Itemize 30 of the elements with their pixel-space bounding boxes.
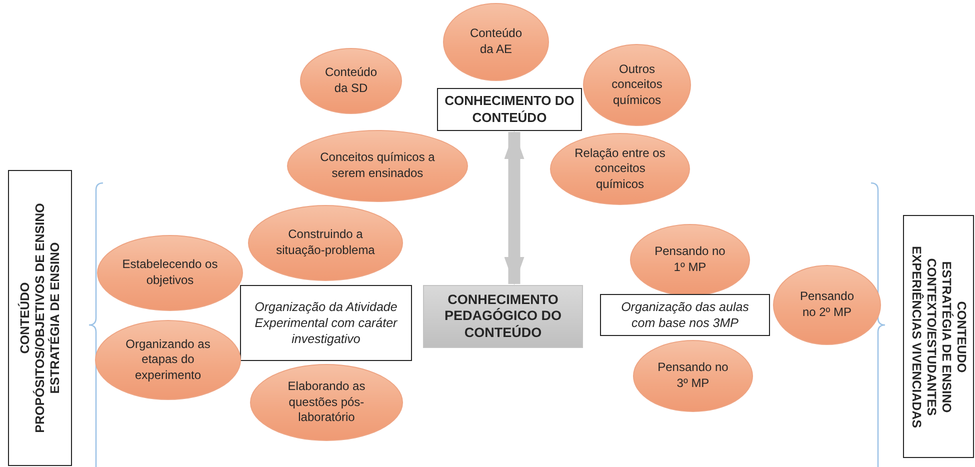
node-text: Conteúdo da AE — [468, 26, 524, 58]
node-text: Pensando no 3º MP — [656, 360, 730, 392]
node-text: Organização da Atividade Experimental com caráter investigativo — [254, 298, 398, 348]
heading-box — [437, 88, 582, 131]
double-arrow — [504, 131, 524, 285]
node-text: Construindo a situação-problema — [275, 227, 376, 259]
node-text: Organizando as etapas do experimento — [124, 336, 212, 384]
side-box — [8, 170, 72, 466]
node-text: ESTRATÉGIA DE ENSINO — [938, 260, 954, 412]
node-text: ESTRATÉGIA DE ENSINO — [48, 242, 62, 394]
side-box — [903, 215, 974, 458]
text-box — [240, 285, 412, 361]
node-text: Conteúdo da SD — [324, 65, 378, 97]
node-text: PROPÓSITOS/OBJETIVOS DE ENSINO — [32, 203, 48, 433]
node-text: Estabelecendo os objetivos — [121, 257, 219, 289]
node-text: CONTEÚDO — [18, 282, 32, 354]
node-text: CONHECIMENTO DO CONTEÚDO — [444, 93, 575, 126]
node-text: Relação entre os conceitos químicos — [574, 146, 666, 192]
central-box — [423, 285, 583, 348]
node-text: Elaborando as questões pós-laboratório — [286, 379, 366, 426]
node-text: Pensando no 2º MP — [798, 289, 856, 321]
node-text: Pensando no 1º MP — [654, 244, 726, 276]
node-text: CONTEXTO/ESTUDANTES — [924, 258, 938, 416]
node-text: CONTEUDO — [954, 300, 968, 372]
node-text: Conceitos químicos a serem ensinados — [319, 150, 436, 182]
node-text: Outros conceitos químicos — [610, 62, 664, 108]
node-text: CONHECIMENTO PEDAGÓGICO DO CONTEÚDO — [443, 292, 562, 341]
text-box — [600, 294, 770, 336]
node-text: EXPERIÊNCIAS VIVENCIADAS — [908, 246, 924, 428]
node-text: Organização das aulas com base nos 3MP — [620, 298, 750, 332]
